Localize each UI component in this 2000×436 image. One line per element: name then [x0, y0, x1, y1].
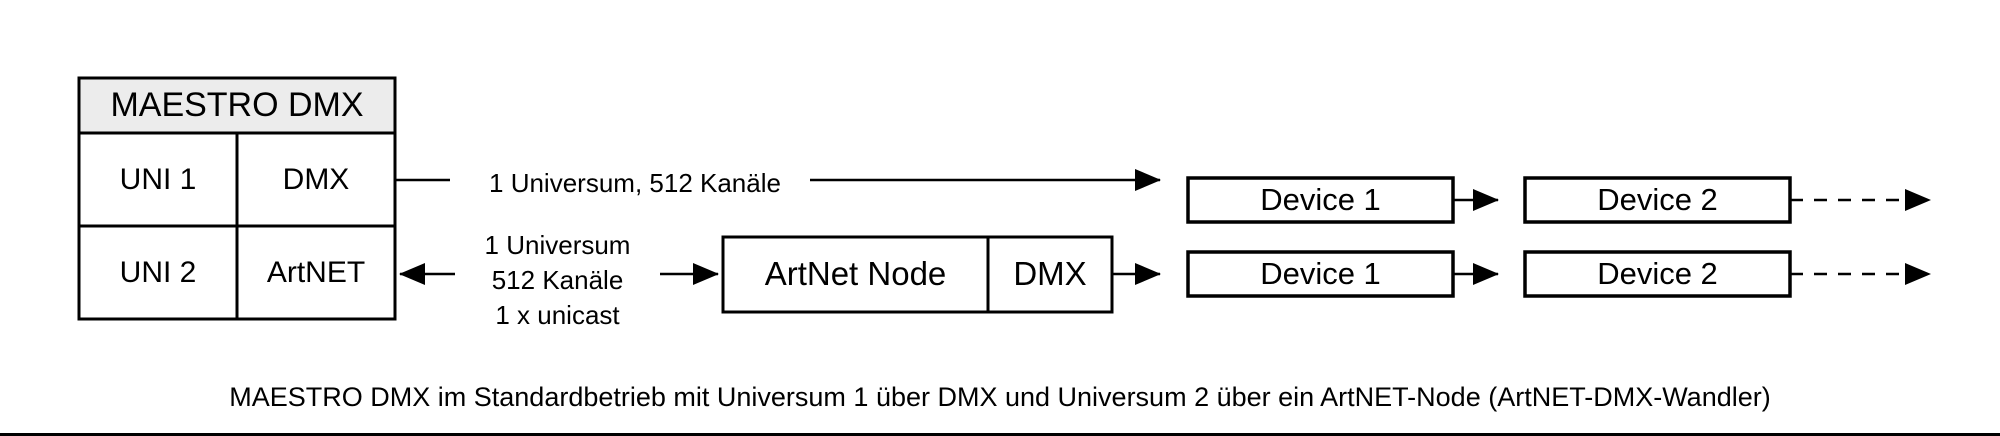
artnet-link-label-line3: 1 x unicast [495, 300, 620, 331]
diagram-caption: MAESTRO DMX im Standardbetrieb mit Unive… [229, 382, 1771, 412]
artnet-link-label-line2: 512 Kanäle [491, 265, 624, 296]
dmx-link-label: 1 Universum, 512 Kanäle [489, 168, 781, 198]
artnet-node-graphics [721, 235, 1161, 314]
artnet-link-label-line1: 1 Universum [484, 230, 631, 260]
artnet-device-chain-graphics [1186, 250, 1931, 298]
maestro-dmx-table-graphics [77, 76, 397, 321]
artnet-link-label: 1 Universum 512 Kanäle 1 x unicast [455, 228, 660, 333]
dmx-device-chain-graphics [1186, 176, 1931, 224]
